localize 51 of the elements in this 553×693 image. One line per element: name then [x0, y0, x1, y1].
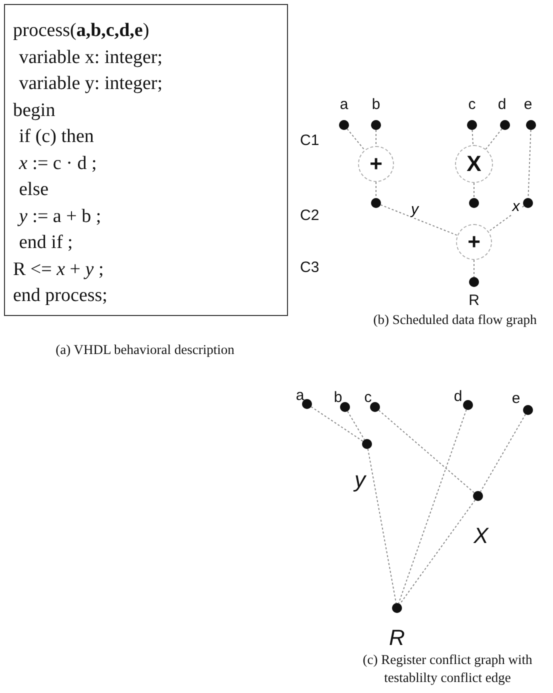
figure-caption: (b) Scheduled data flow graph [372, 311, 538, 329]
vertex-label: y [352, 467, 368, 493]
connector-line [347, 410, 365, 440]
vertex-label: e [522, 94, 534, 114]
vertex-label: d [452, 386, 464, 406]
connector-line [488, 205, 524, 232]
vertex-label: a [294, 386, 306, 404]
vertex-label: b [370, 94, 382, 114]
connector-line [528, 130, 532, 198]
connector-line [480, 414, 526, 492]
connector-line [378, 410, 475, 494]
operation-circle: X [455, 145, 493, 183]
code-line: variable y: integer; [19, 72, 162, 96]
connector-line [380, 204, 458, 236]
code-line: x := c · d ; [19, 152, 97, 176]
code-line: end if ; [19, 231, 73, 255]
code-line: y := a + b ; [19, 204, 102, 228]
code-line: variable x: integer; [19, 46, 162, 70]
operation-circle: + [358, 146, 394, 182]
vertex-label: R [389, 625, 405, 651]
vertex-label: d [496, 94, 508, 114]
code-box [4, 4, 288, 316]
vertex-dot [523, 198, 533, 208]
vertex-label: e [510, 388, 522, 408]
vertex-dot [371, 198, 381, 208]
connector-line [367, 448, 397, 604]
vertex-label: b [332, 388, 344, 406]
connector-line [346, 128, 366, 151]
code-line: end process; [13, 284, 108, 308]
vertex-label: R [468, 290, 480, 310]
connector-line [399, 500, 476, 604]
code-line: else [19, 178, 49, 202]
operation-circle: + [456, 224, 492, 260]
connector-line [472, 130, 474, 146]
clock-step-label: C3 [300, 259, 320, 276]
code-line: R <= x + y ; [13, 258, 104, 282]
vertex-label: c [467, 94, 477, 114]
figure-caption: (a) VHDL behavioral description [54, 341, 236, 359]
clock-step-label: C2 [300, 207, 320, 224]
code-line: if (c) then [19, 125, 94, 149]
vertex-label: c [363, 388, 373, 406]
vertex-label: a [338, 94, 350, 114]
code-line: process(a,b,c,d,e) [13, 19, 150, 43]
connector-line [310, 406, 364, 442]
clock-step-label: C1 [300, 132, 320, 149]
connector-line [485, 128, 502, 150]
code-line: begin [13, 98, 56, 122]
vertex-dot [469, 198, 479, 208]
vertex-label: X [473, 523, 489, 549]
connector-line [398, 409, 467, 604]
figure-caption: (c) Register conflict graph with testablilty conflict edge [362, 651, 534, 687]
